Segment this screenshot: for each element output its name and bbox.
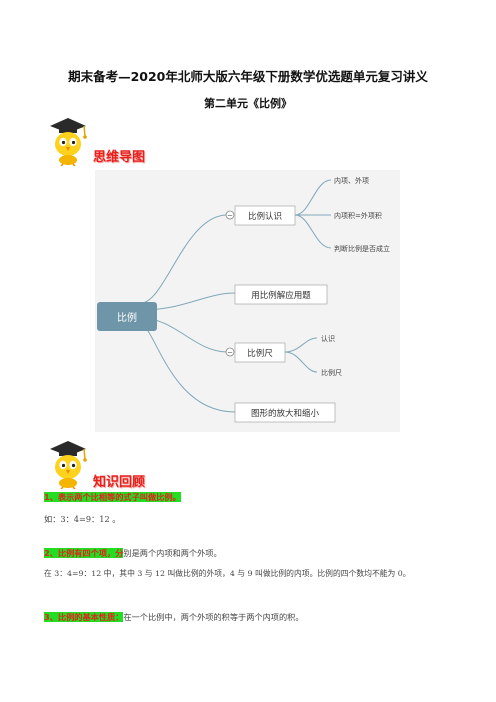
branch-label-ratio-concept: 比例认识 (248, 211, 282, 222)
collapse-toggle-icon[interactable] (225, 210, 235, 220)
leaf-label: 比例尺 (321, 368, 342, 377)
mindmap-branch-node (234, 402, 336, 423)
point-3: 3、比例的基本性质：在一个比例中，两个外项的积等于两个内项的积。 (44, 611, 304, 623)
point-1-example: 如：3：4=9：12 。 (44, 514, 121, 524)
point-1-highlight: 1、表示两个比相等的式子叫做比例。 (44, 492, 181, 502)
mind-map: 比例 − 比例认识 内项、外项 内项积=外项积 判断比例是否成立 用比例解应用题… (95, 170, 400, 432)
svg-text:−: − (227, 212, 233, 220)
document-title: 期末备考—2020年北师大版六年级下册数学优选题单元复习讲义 (68, 69, 428, 84)
leaf-label: 内项、外项 (334, 176, 369, 185)
scholar-mascot-icon (50, 118, 87, 166)
mindmap-root-label: 比例 (117, 311, 137, 324)
point-2-highlight: 2、比例有四个项，分 (44, 548, 124, 558)
mindmap-branch-node (234, 284, 328, 305)
mindmap-root-node (97, 302, 157, 331)
branch-label-word-problems: 用比例解应用题 (251, 290, 311, 301)
leaf-label: 判断比例是否成立 (334, 244, 390, 253)
scholar-mascot-icon (50, 441, 87, 489)
collapse-toggle-icon[interactable] (225, 347, 235, 357)
mindmap-branch-node (234, 205, 296, 226)
branch-label-scaling-figures: 图形的放大和缩小 (251, 408, 320, 419)
leaf-label: 内项积=外项积 (334, 211, 382, 220)
point-2-detail: 在 3：4=9：12 中，其中 3 与 12 叫做比例的外项，4 与 9 叫做比… (44, 569, 411, 578)
point-3-highlight: 3、比例的基本性质： (44, 612, 124, 622)
point-2: 2、比例有四个项，分别是两个内项和两个外项。 (44, 547, 222, 559)
point-1: 1、表示两个比相等的式子叫做比例。 (44, 491, 181, 503)
leaf-label: 认识 (321, 334, 335, 343)
mindmap-heading: 思维导图 (93, 150, 146, 165)
review-heading: 知识回顾 (93, 475, 146, 490)
mindmap-branch-node (234, 342, 286, 363)
point-2-text: 别是两个内项和两个外项。 (123, 548, 222, 558)
svg-text:−: − (227, 349, 233, 357)
point-3-text: 在一个比例中，两个外项的积等于两个内项的积。 (123, 612, 304, 622)
branch-label-scale: 比例尺 (247, 348, 273, 359)
document-subtitle: 第二单元《比例》 (204, 97, 292, 110)
